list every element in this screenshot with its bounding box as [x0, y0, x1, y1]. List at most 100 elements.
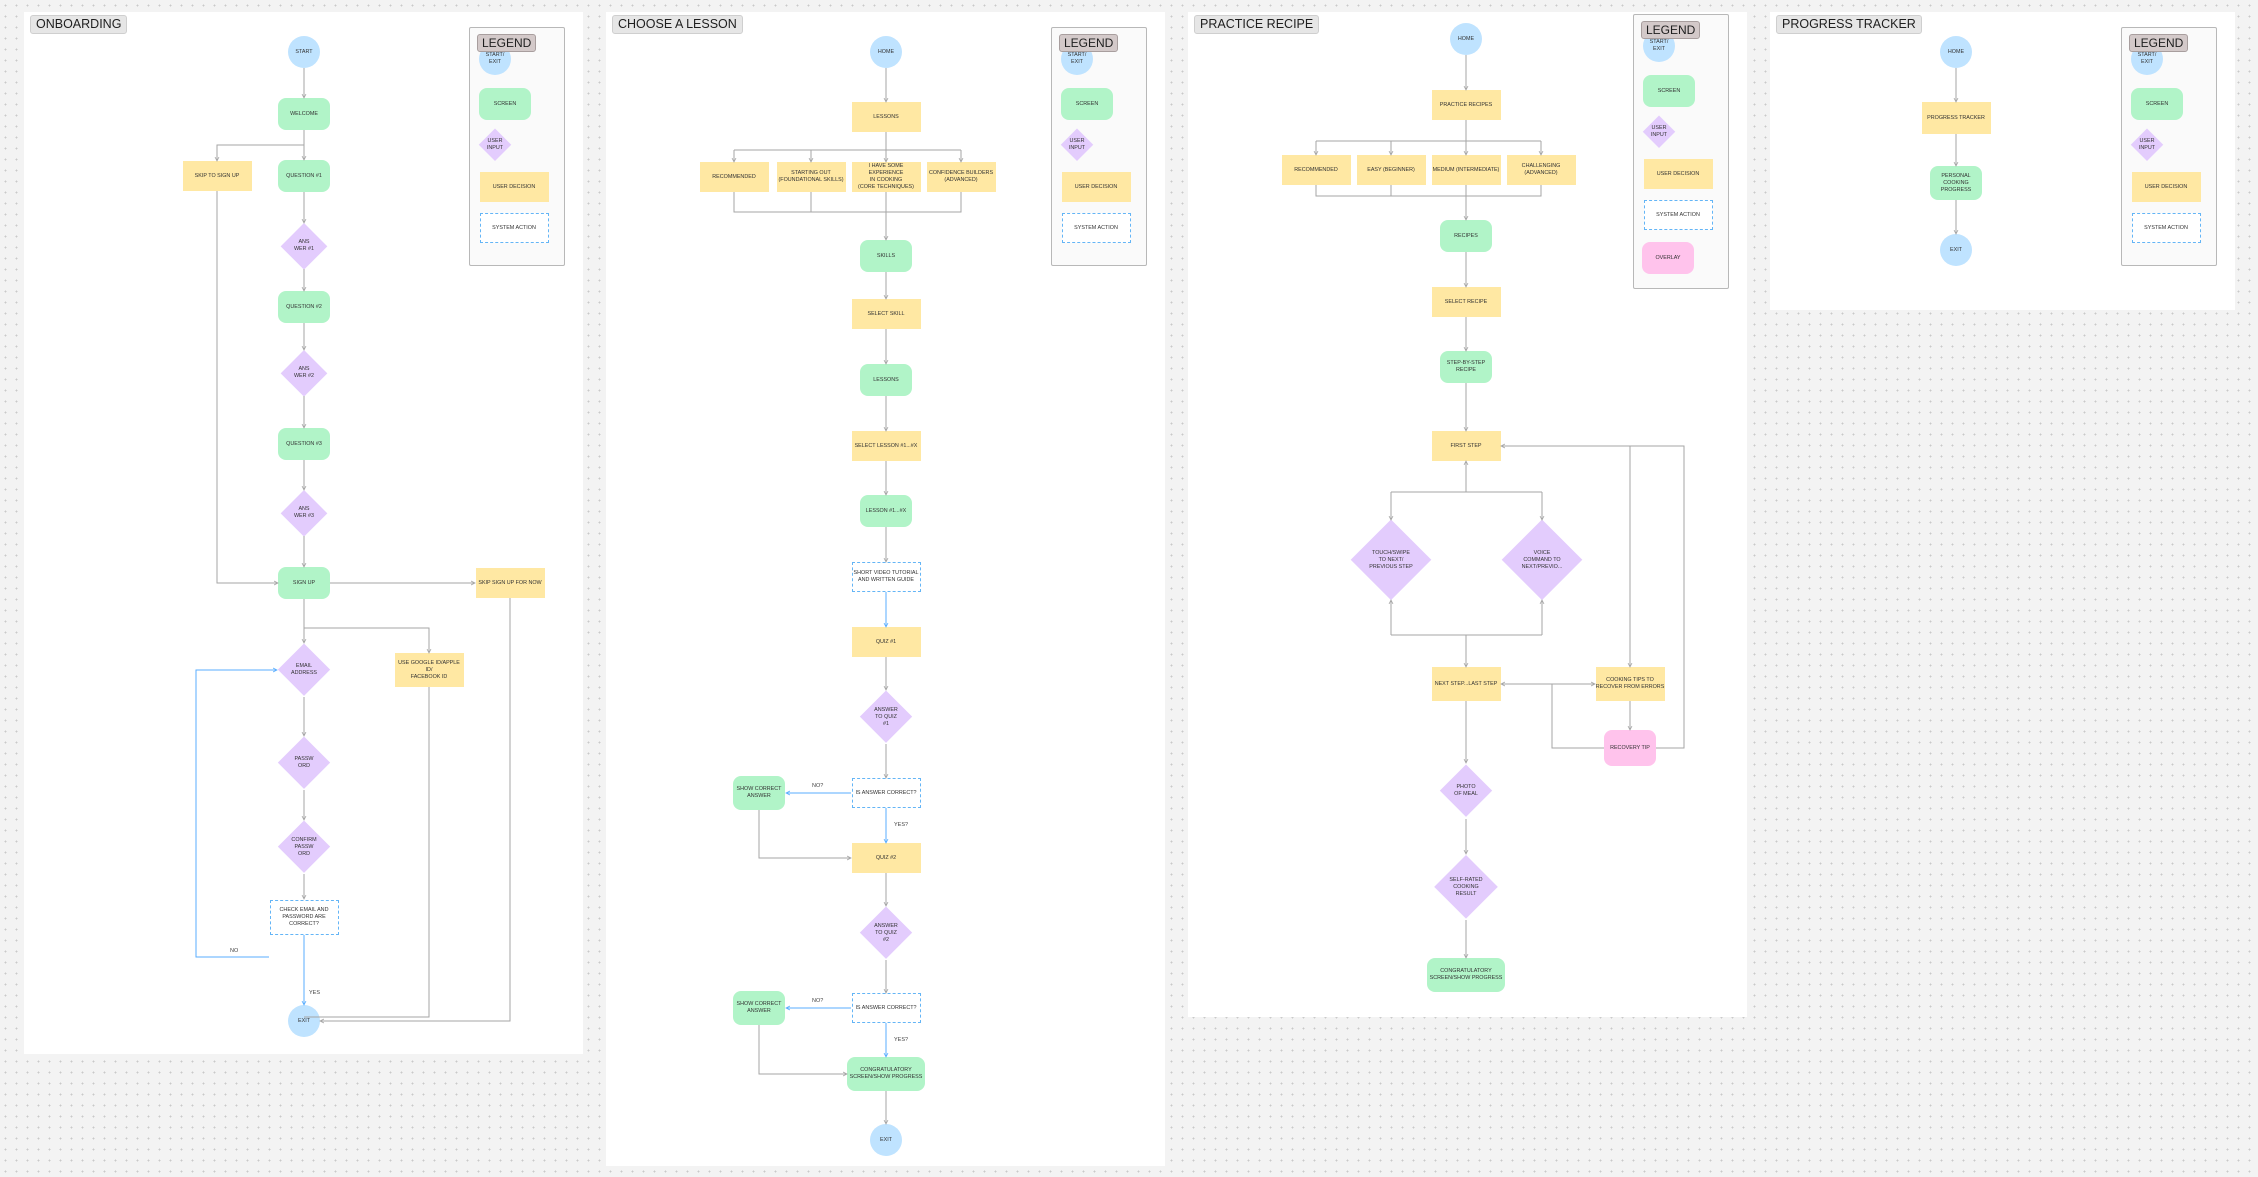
- node-selrecipe[interactable]: SELECT RECIPE: [1431, 287, 1501, 317]
- node-next[interactable]: NEXT STEP...LAST STEP: [1431, 667, 1501, 701]
- node-personal[interactable]: PERSONAL COOKING PROGRESS: [1930, 166, 1982, 200]
- node-lessons2[interactable]: LESSONS: [860, 364, 912, 396]
- node-home[interactable]: HOME: [1450, 23, 1482, 55]
- edge-label-no2: NO?: [812, 998, 824, 1004]
- node-label: ANSWER TO QUIZ #1: [874, 706, 898, 727]
- legend-item-user-input: USER INPUT: [1060, 128, 1094, 162]
- node-exit[interactable]: EXIT: [870, 1124, 902, 1156]
- node-o1[interactable]: RECOMMENDED: [699, 162, 769, 192]
- node-touch[interactable]: TOUCH/SWIPE TO NEXT/ PREVIOUS STEP: [1350, 519, 1432, 601]
- node-skills[interactable]: SKILLS: [860, 240, 912, 272]
- panel-title: PROGRESS TRACKER: [1776, 15, 1922, 34]
- node-o2[interactable]: EASY (BEGINNER): [1356, 155, 1426, 185]
- node-home[interactable]: HOME: [1940, 36, 1972, 68]
- node-home[interactable]: HOME: [870, 36, 902, 68]
- node-o4[interactable]: CHALLENGING (ADVANCED): [1506, 155, 1576, 185]
- node-tracker[interactable]: PROGRESS TRACKER: [1921, 102, 1991, 134]
- node-lessons[interactable]: LESSONS: [851, 102, 921, 132]
- node-label: USER INPUT: [486, 138, 504, 151]
- node-q3[interactable]: QUESTION #3: [278, 428, 330, 460]
- node-cpw[interactable]: CONFIRM PASSW ORD: [277, 820, 331, 874]
- node-exit[interactable]: EXIT: [288, 1005, 320, 1037]
- node-first[interactable]: FIRST STEP: [1431, 431, 1501, 461]
- node-label: USER INPUT: [1650, 125, 1668, 138]
- node-o1[interactable]: RECOMMENDED: [1281, 155, 1351, 185]
- legend-item-screen: SCREEN: [2131, 88, 2183, 120]
- node-congrats[interactable]: CONGRATULATORY SCREEN/SHOW PROGRESS: [847, 1057, 925, 1091]
- node-quiz1[interactable]: QUIZ #1: [851, 627, 921, 657]
- legend-item-screen: SCREEN: [479, 88, 531, 120]
- node-step[interactable]: STEP-BY-STEP RECIPE: [1440, 351, 1492, 383]
- node-welcome[interactable]: WELCOME: [278, 98, 330, 130]
- node-q2[interactable]: QUESTION #2: [278, 291, 330, 323]
- legend-item-user-decision: USER DECISION: [479, 172, 549, 202]
- node-sellesson[interactable]: SELECT LESSON #1...#X: [851, 431, 921, 461]
- edge-label-yes2: YES?: [894, 1037, 909, 1043]
- node-show1[interactable]: SHOW CORRECT ANSWER: [733, 776, 785, 810]
- node-photo[interactable]: PHOTO OF MEAL: [1439, 764, 1493, 818]
- node-exit[interactable]: EXIT: [1940, 234, 1972, 266]
- legend-item-user-decision: USER DECISION: [1061, 172, 1131, 202]
- node-label: ANSWER TO QUIZ #2: [874, 922, 898, 943]
- node-corr1[interactable]: IS ANSWER CORRECT?: [851, 778, 921, 808]
- legend-title: LEGEND: [2129, 34, 2189, 52]
- node-recipes[interactable]: RECIPES: [1440, 220, 1492, 252]
- node-label: ANS WER #2: [293, 366, 315, 379]
- panel-title: CHOOSE A LESSON: [612, 15, 743, 34]
- node-label: TOUCH/SWIPE TO NEXT/ PREVIOUS STEP: [1369, 549, 1413, 570]
- node-o3[interactable]: I HAVE SOME EXPERIENCE IN COOKING (CORE …: [851, 162, 921, 192]
- node-congrats[interactable]: CONGRATULATORY SCREEN/SHOW PROGRESS: [1427, 958, 1505, 992]
- node-show2[interactable]: SHOW CORRECT ANSWER: [733, 991, 785, 1025]
- legend-item-user-decision: USER DECISION: [1643, 159, 1713, 189]
- node-recovery[interactable]: RECOVERY TIP: [1604, 730, 1656, 766]
- edge-label-yes: YES: [309, 990, 321, 996]
- node-start[interactable]: START: [288, 36, 320, 68]
- node-o4[interactable]: CONFIDENCE BUILDERS (ADVANCED): [926, 162, 996, 192]
- node-a1[interactable]: ANS WER #1: [281, 223, 327, 269]
- panel-title: PRACTICE RECIPE: [1194, 15, 1320, 34]
- node-rated[interactable]: SELF-RATED COOKING RESULT: [1434, 855, 1498, 919]
- node-email[interactable]: EMAIL ADDRESS: [277, 643, 331, 697]
- legend-title: LEGEND: [1641, 21, 1701, 39]
- node-a3[interactable]: ANS WER #3: [281, 490, 327, 536]
- legend-item-system-action: SYSTEM ACTION: [2131, 213, 2201, 243]
- node-ans1[interactable]: ANSWER TO QUIZ #1: [859, 690, 913, 744]
- legend-title: LEGEND: [477, 34, 537, 52]
- node-label: ANS WER #1: [293, 239, 315, 252]
- node-label: CONFIRM PASSW ORD: [291, 836, 317, 857]
- node-practice[interactable]: PRACTICE RECIPES: [1431, 90, 1501, 120]
- node-label: SELF-RATED COOKING RESULT: [1449, 876, 1483, 897]
- node-skip[interactable]: SKIP TO SIGN UP: [182, 161, 252, 191]
- legend-item-system-action: SYSTEM ACTION: [1643, 200, 1713, 230]
- node-quiz2[interactable]: QUIZ #2: [851, 843, 921, 873]
- node-ans2[interactable]: ANSWER TO QUIZ #2: [859, 906, 913, 960]
- edge-label-yes1: YES?: [894, 822, 909, 828]
- node-lesson[interactable]: LESSON #1...#X: [860, 495, 912, 527]
- node-check[interactable]: CHECK EMAIL AND PASSWORD ARE CORRECT?: [269, 899, 339, 935]
- node-label: PHOTO OF MEAL: [1454, 784, 1478, 797]
- node-label: EMAIL ADDRESS: [290, 663, 318, 676]
- node-tips[interactable]: COOKING TIPS TO RECOVER FROM ERRORS: [1595, 667, 1665, 701]
- node-google[interactable]: USE GOOGLE ID/APPLE ID/ FACEBOOK ID: [394, 653, 464, 687]
- legend-item-overlay: OVERLAY: [1642, 242, 1694, 274]
- node-a2[interactable]: ANS WER #2: [281, 350, 327, 396]
- node-label: PASSW ORD: [294, 756, 314, 769]
- node-video[interactable]: SHORT VIDEO TUTORIAL AND WRITTEN GUIDE: [851, 562, 921, 592]
- legend-item-screen: SCREEN: [1643, 75, 1695, 107]
- node-corr2[interactable]: IS ANSWER CORRECT?: [851, 993, 921, 1023]
- node-q1[interactable]: QUESTION #1: [278, 160, 330, 192]
- legend-item-system-action: SYSTEM ACTION: [479, 213, 549, 243]
- legend-item-user-input: USER INPUT: [478, 128, 512, 162]
- legend-item-system-action: SYSTEM ACTION: [1061, 213, 1131, 243]
- node-voice[interactable]: VOICE COMMAND TO NEXT/PREVIO...: [1501, 519, 1583, 601]
- panel-title: ONBOARDING: [30, 15, 128, 34]
- node-label: USER INPUT: [2138, 138, 2156, 151]
- node-label: VOICE COMMAND TO NEXT/PREVIO...: [1521, 549, 1563, 570]
- node-signup[interactable]: SIGN UP: [278, 567, 330, 599]
- node-selskill[interactable]: SELECT SKILL: [851, 299, 921, 329]
- node-o2[interactable]: STARTING OUT (FOUNDATIONAL SKILLS): [776, 162, 846, 192]
- node-label: USER INPUT: [1068, 138, 1086, 151]
- node-o3[interactable]: MEDIUM (INTERMEDIATE): [1431, 155, 1501, 185]
- node-pw[interactable]: PASSW ORD: [277, 736, 331, 790]
- node-skipnow[interactable]: SKIP SIGN UP FOR NOW: [475, 568, 545, 598]
